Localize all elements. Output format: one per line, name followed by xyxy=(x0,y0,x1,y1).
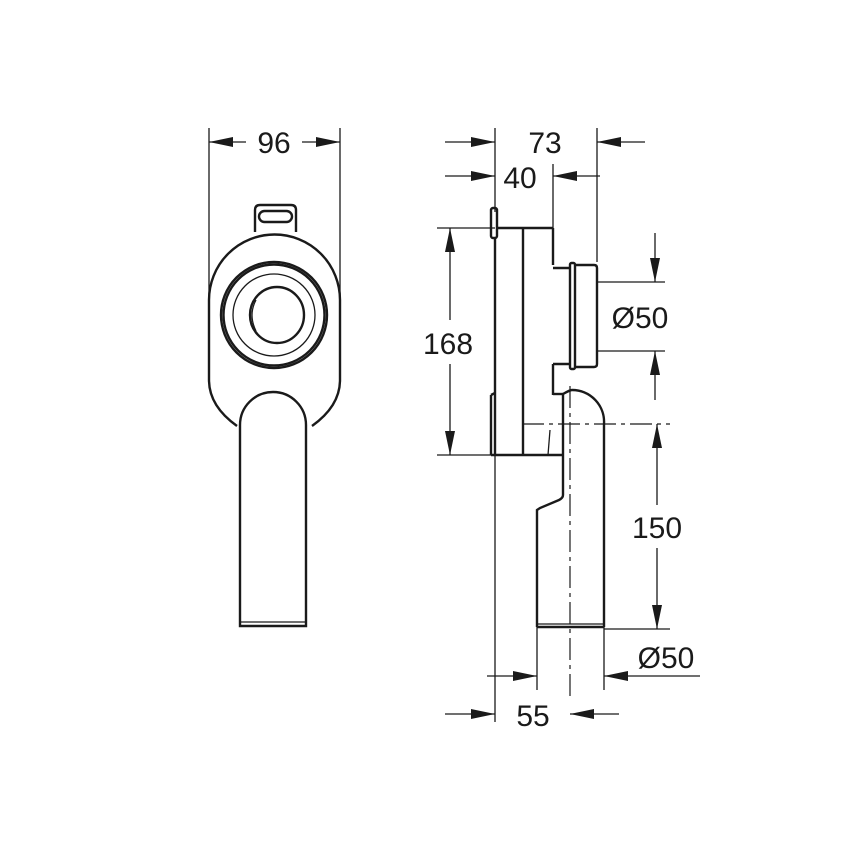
inlet-seal xyxy=(568,261,577,371)
arrow-icon xyxy=(445,431,455,455)
depth-total-label: 73 xyxy=(528,127,561,160)
side-view: 73 40 168 Ø50 xyxy=(423,127,700,733)
arrow-icon xyxy=(471,137,495,147)
arrow-icon xyxy=(652,605,662,629)
outlet-opening xyxy=(248,285,306,345)
tab-slot xyxy=(257,209,294,224)
outlet-elbow xyxy=(562,388,606,627)
top-clip xyxy=(489,206,499,240)
arrow-icon xyxy=(209,137,233,147)
hanging-tab xyxy=(253,203,298,232)
outlet-pipe xyxy=(535,455,565,627)
down-pipe xyxy=(238,390,308,628)
siphon-body-outline xyxy=(207,233,342,427)
arrow-icon xyxy=(445,228,455,252)
outlet-diameter-label: Ø50 xyxy=(638,642,695,675)
arrow-icon xyxy=(553,171,577,181)
inlet-spigot xyxy=(575,263,599,369)
arrow-icon xyxy=(471,171,495,181)
outlet-drop-label: 150 xyxy=(632,512,682,545)
arrow-icon xyxy=(471,709,495,719)
front-view: 96 xyxy=(207,127,342,628)
front-width-label: 96 xyxy=(257,127,290,160)
height-body-label: 168 xyxy=(423,328,473,361)
arrow-icon xyxy=(570,709,594,719)
arrow-icon xyxy=(650,258,660,282)
depth-body-label: 40 xyxy=(503,162,536,195)
inlet-diameter-label: Ø50 xyxy=(612,302,669,335)
outlet-offset-label: 55 xyxy=(516,700,549,733)
arrow-icon xyxy=(604,671,628,681)
arrow-icon xyxy=(513,671,537,681)
arrow-icon xyxy=(650,351,660,375)
arrow-icon xyxy=(316,137,340,147)
arrow-icon xyxy=(652,424,662,448)
arrow-icon xyxy=(597,137,621,147)
outlet-ring-outer xyxy=(219,260,329,370)
